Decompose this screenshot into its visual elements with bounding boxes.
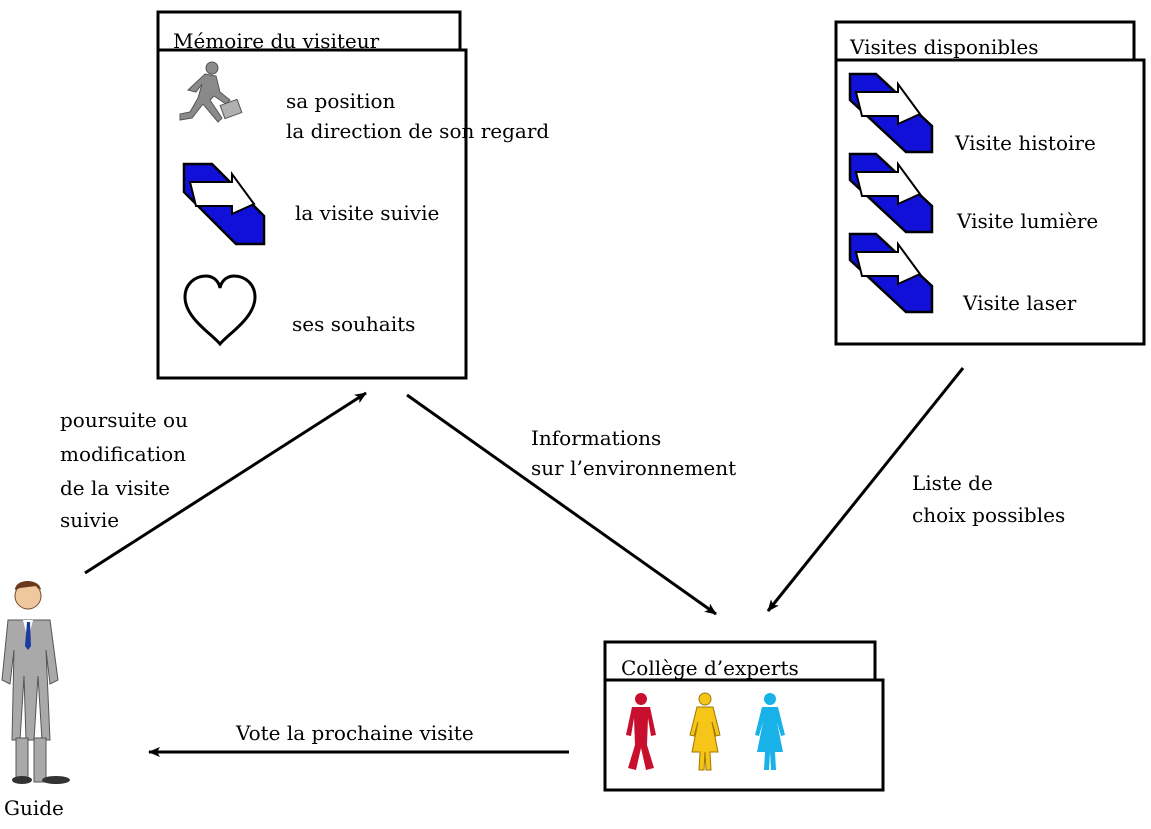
expert-yellow-icon — [689, 692, 721, 771]
visites-title-tab — [834, 20, 1136, 64]
visite-item: Visite histoire — [955, 131, 1096, 155]
souhaits-label: ses souhaits — [292, 312, 416, 336]
edge-label-line: poursuite ou — [60, 408, 188, 432]
guide-label: Guide — [4, 796, 64, 820]
running-man-icon — [179, 61, 243, 123]
visite-item: Visite lumière — [957, 209, 1099, 233]
memoire-title: Mémoire du visiteur — [173, 29, 380, 53]
gaze-direction-label: la direction de son regard — [286, 119, 550, 143]
heart-icon — [183, 274, 257, 347]
edge-label-line: choix possibles — [912, 503, 1066, 527]
expert-cyan-icon — [755, 693, 785, 770]
edge-label-line: Liste de — [912, 471, 993, 495]
tour-arrow-icon — [848, 152, 934, 234]
college-title-tab — [603, 640, 877, 684]
edge-label-line: suivie — [60, 508, 120, 532]
visites-title: Visites disponibles — [850, 35, 1039, 59]
visite-suivie-label: la visite suivie — [295, 201, 440, 225]
arrow-visites-to-college — [766, 367, 965, 612]
edge-label-vote: Vote la prochaine visite — [236, 721, 474, 745]
edge-label-line: modification — [60, 442, 187, 466]
expert-red-icon — [626, 693, 656, 770]
edge-label-line: Informations — [531, 426, 662, 450]
guide-figure-icon — [1, 581, 70, 784]
edge-label-line: sur l’environnement — [531, 456, 737, 480]
tour-arrow-icon — [848, 232, 934, 314]
arrow-memoire-to-college — [406, 393, 717, 616]
tour-arrow-icon — [182, 162, 266, 246]
arrow-guide-to-memoire — [84, 391, 367, 575]
visite-item: Visite laser — [963, 291, 1077, 315]
college-title: Collège d’experts — [621, 656, 799, 680]
position-label: sa position — [286, 89, 396, 113]
edge-label-line: de la visite — [60, 476, 170, 500]
tour-arrow-icon — [848, 72, 934, 154]
